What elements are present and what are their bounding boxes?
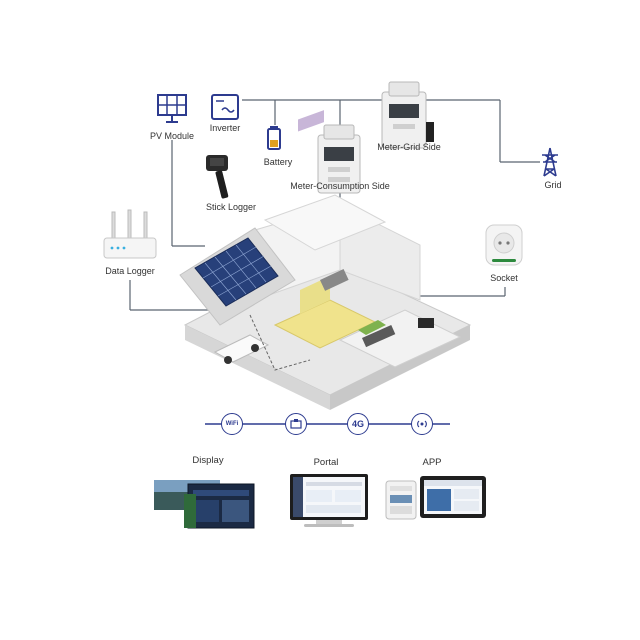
portal-monitor-icon [290,474,368,527]
display-screens-icon [154,480,255,529]
meter-grid-icon [381,81,434,149]
data-logger-label: Data Logger [105,266,155,276]
wireless-signal-icon [411,413,433,435]
meter-consumption-label: Meter-Consumption Side [290,181,390,191]
wifi-icon: WiFi [221,413,243,435]
4g-icon: 4G [347,413,369,435]
4g-text: 4G [351,419,364,429]
pv-module-label: PV Module [149,131,195,141]
socket-icon [485,224,523,266]
inverter-label: Inverter [209,123,241,133]
display-label: Display [192,455,224,466]
data-logger-router-icon [103,209,157,259]
battery-icon [267,126,281,150]
house-illustration [179,110,472,410]
app-label: APP [422,457,442,468]
pv-module-icon [157,94,187,123]
ethernet-icon [285,413,307,435]
grid-tower-icon [542,147,558,177]
grid-label: Grid [544,180,562,190]
stick-logger-icon [206,155,229,199]
socket-label: Socket [490,273,518,283]
wifi-text: WiFi [225,421,239,427]
battery-label: Battery [263,157,293,167]
stick-logger-label: Stick Logger [205,202,257,212]
portal-label: Portal [313,457,339,468]
inverter-icon [211,94,239,120]
app-devices-icon [385,476,486,520]
meter-grid-label: Meter-Grid Side [377,142,441,152]
meter-consumption-icon [317,124,361,194]
